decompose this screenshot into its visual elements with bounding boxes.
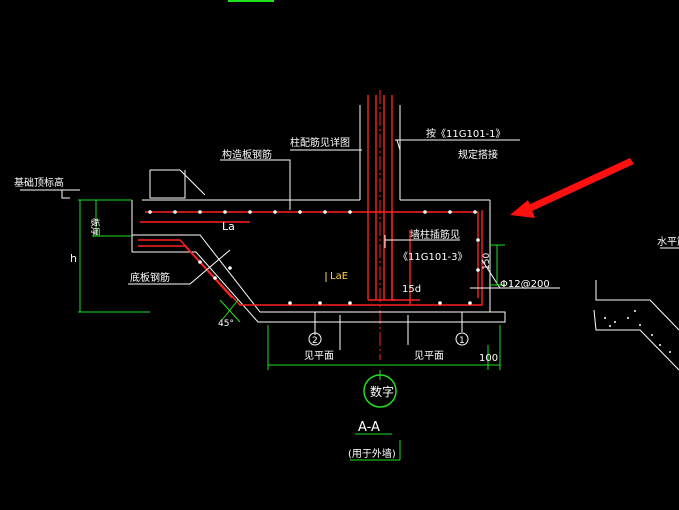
label-slab-thickness: 板厚 [89, 218, 101, 236]
label-see-plan-left: 见平面 [304, 350, 334, 362]
grid-marker-2-circle [308, 332, 322, 346]
label-15d: 15d [402, 284, 421, 295]
label-spec-ref-1-suffix: 规定搭接 [458, 148, 498, 161]
label-spec-ref-3: 《11G101-3》 [398, 251, 468, 263]
foundation-outline [131, 200, 506, 323]
digit-circle [363, 374, 397, 408]
label-spec-ref-1: 按《11G101-1》 [426, 127, 506, 140]
label-rebar-spec: Φ12@200 [500, 279, 550, 290]
label-bottom-rebar: 底板钢筋 [130, 271, 170, 284]
label-foundation-top-elevation: 基础顶标高 [14, 176, 64, 189]
label-lae: LaE [330, 271, 348, 282]
label-h: h [70, 252, 77, 265]
grid-marker-1-circle [455, 332, 469, 346]
dimension-lines [78, 199, 505, 461]
column-outline [142, 105, 491, 312]
label-structural-rebar: 构造板钢筋 [222, 148, 272, 161]
label-la: La [222, 220, 235, 233]
label-column-dowel-note: 墙柱插筋见 [410, 228, 460, 241]
label-angle-45: 45° [218, 319, 234, 329]
right-detail [593, 247, 679, 371]
label-dim-100: 100 [479, 353, 498, 364]
label-see-plan-right: 见平面 [414, 350, 444, 362]
label-digit-circle: 数字 [370, 384, 394, 399]
leader-lines [20, 139, 560, 350]
label-right-cut: 水平筋 [657, 235, 679, 248]
annotation-arrow [510, 158, 634, 218]
label-150: 150 [482, 253, 492, 270]
column-rebars [367, 95, 420, 301]
label-column-note: 柱配筋见详图 [290, 136, 350, 149]
section-subtitle: (用于外墙) [348, 447, 396, 460]
section-title: A-A [358, 420, 380, 435]
grid-marker-2: 2 [312, 336, 318, 346]
rebar-dots [148, 210, 480, 305]
grid-marker-1: 1 [459, 336, 465, 346]
right-detail-hatch [604, 310, 671, 353]
